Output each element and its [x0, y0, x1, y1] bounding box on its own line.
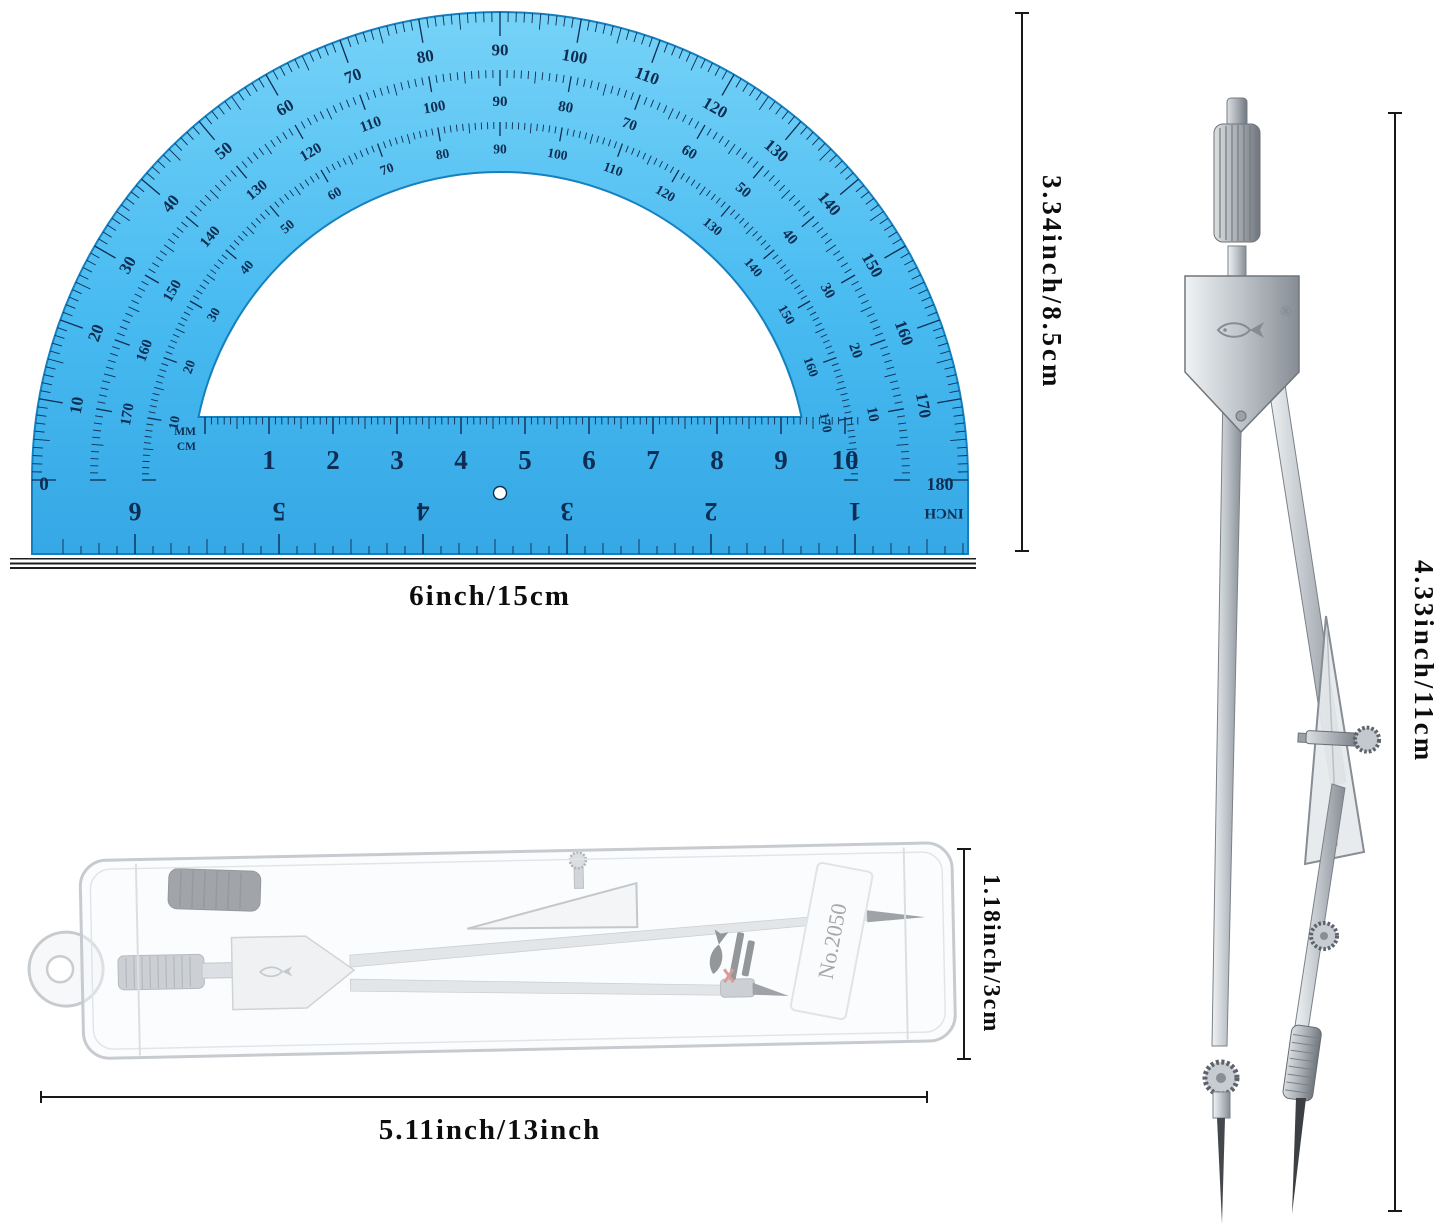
svg-text:110: 110	[601, 159, 625, 180]
svg-text:5: 5	[518, 445, 532, 475]
compass-needle-leg	[1202, 1059, 1240, 1224]
pivot-rivet	[1235, 410, 1247, 422]
compass-body-plate: ®	[1184, 275, 1300, 434]
svg-text:3: 3	[561, 497, 574, 526]
svg-text:100: 100	[422, 98, 447, 118]
model-card: No.2050	[789, 861, 874, 1021]
fish-logo-small	[259, 966, 293, 978]
svg-text:1: 1	[849, 497, 862, 526]
svg-text:5: 5	[273, 497, 286, 526]
svg-text:180: 180	[927, 474, 954, 494]
svg-text:7: 7	[646, 445, 660, 475]
dimension-line-case-width	[40, 1091, 928, 1103]
svg-text:70: 70	[619, 115, 639, 135]
svg-text:10: 10	[863, 406, 881, 424]
svg-text:CM: CM	[177, 441, 196, 453]
svg-text:160: 160	[801, 355, 822, 379]
svg-text:2: 2	[326, 445, 340, 475]
brand-print	[709, 929, 755, 980]
svg-text:0: 0	[39, 474, 49, 495]
adjusting-screw	[1297, 725, 1382, 754]
svg-text:20: 20	[180, 358, 199, 376]
svg-text:90: 90	[492, 41, 509, 60]
svg-text:70: 70	[342, 64, 364, 88]
dimension-line-protractor-height	[1015, 12, 1029, 552]
svg-text:3: 3	[390, 445, 404, 475]
compass-case: No.2050	[27, 841, 957, 1060]
protractor-width-dimension-label: 6inch/15cm	[409, 580, 571, 612]
svg-text:4: 4	[417, 497, 430, 526]
svg-text:90: 90	[493, 94, 508, 110]
svg-text:160: 160	[133, 337, 156, 364]
svg-text:10: 10	[832, 445, 859, 475]
svg-text:80: 80	[415, 46, 435, 68]
svg-text:90: 90	[493, 142, 507, 157]
cased-bracket	[467, 881, 639, 930]
svg-text:2: 2	[705, 497, 718, 526]
svg-text:30: 30	[817, 281, 838, 302]
cased-compass	[117, 851, 926, 1011]
cased-body-plate	[230, 935, 356, 1011]
protractor-height-dimension-label: 3.34inch/8.5cm	[1037, 174, 1067, 390]
svg-text:110: 110	[358, 114, 384, 136]
lead-collet	[1282, 1024, 1322, 1102]
hanger-hole	[45, 954, 75, 984]
spare-part-tube	[167, 868, 262, 912]
cased-needle	[867, 910, 926, 923]
dimension-line-compass-height	[1388, 112, 1402, 1212]
svg-text:9: 9	[774, 445, 788, 475]
svg-text:1: 1	[262, 445, 276, 475]
svg-text:MM: MM	[174, 426, 196, 438]
svg-text:6: 6	[129, 497, 142, 526]
pencil-lead	[1292, 1098, 1306, 1214]
svg-text:80: 80	[557, 99, 575, 117]
case-hanger-tab	[27, 930, 105, 1008]
needle-point	[1217, 1118, 1225, 1224]
svg-text:100: 100	[546, 145, 569, 163]
svg-text:170: 170	[118, 402, 138, 427]
svg-text:6: 6	[582, 445, 596, 475]
svg-text:10: 10	[165, 414, 182, 430]
registered-trademark: ®	[1280, 304, 1291, 320]
svg-text:INCH: INCH	[924, 505, 964, 521]
case-contents: No.2050	[117, 851, 926, 1021]
case-box	[78, 841, 957, 1060]
compass-lead-leg	[1282, 783, 1346, 1214]
svg-text:100: 100	[560, 45, 588, 68]
svg-text:70: 70	[378, 160, 396, 179]
svg-text:10: 10	[66, 395, 88, 415]
svg-text:4: 4	[454, 445, 468, 475]
fish-logo	[1216, 322, 1264, 338]
svg-text:8: 8	[710, 445, 724, 475]
compass-height-dimension-label: 4.33inch/11cm	[1409, 560, 1439, 764]
dimension-line-case-height	[957, 848, 971, 1060]
case-width-dimension-label: 5.11inch/13inch	[378, 1114, 602, 1146]
dimension-line-protractor-width	[10, 558, 976, 569]
svg-text:20: 20	[845, 341, 865, 361]
svg-text:170: 170	[912, 391, 935, 419]
svg-text:60: 60	[679, 142, 700, 163]
svg-text:80: 80	[435, 145, 451, 162]
compass-handle-knob	[1213, 97, 1261, 277]
red-mark	[723, 968, 735, 984]
drawing-compass: ®	[1184, 97, 1382, 1224]
case-height-dimension-label: 1.18inch/3cm	[978, 874, 1004, 1034]
svg-text:20: 20	[84, 322, 108, 344]
